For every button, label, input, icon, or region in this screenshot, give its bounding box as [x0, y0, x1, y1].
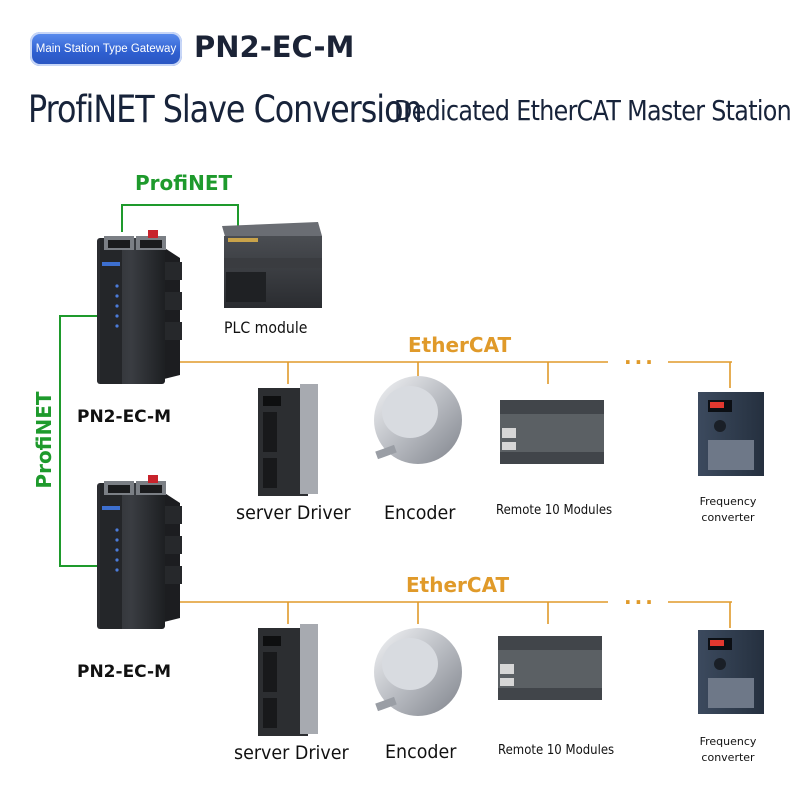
encoder-1 — [374, 376, 462, 464]
ellipsis-2: ··· — [624, 590, 656, 614]
frequency-caption-1: Frequency converter — [688, 494, 768, 526]
ethercat-label-1: EtherCAT — [408, 333, 512, 357]
frequency-converter-1 — [698, 392, 764, 476]
gateway-caption-2: PN2-EC-M — [77, 662, 172, 682]
ethercat-label-2: EtherCAT — [406, 573, 510, 597]
encoder-2 — [374, 628, 462, 716]
frequency-caption-1-line1: Frequency — [699, 495, 757, 508]
gateway-device-1 — [97, 230, 182, 384]
frequency-caption-1-line2: converter — [701, 511, 755, 524]
gateway-type-badge: Main Station Type Gateway — [30, 32, 182, 66]
plc-module — [222, 222, 322, 308]
gateway-caption-1: PN2-EC-M — [77, 407, 172, 427]
profinet-label-top: ProfiNET — [135, 171, 233, 195]
encoder-caption-2: Encoder — [385, 741, 457, 763]
remote-module-1 — [500, 400, 604, 464]
profinet-links — [59, 204, 239, 567]
headline-ethercat-master: Dedicated EtherCAT Master Station — [394, 94, 792, 127]
ethercat-bus-1 — [177, 361, 732, 388]
product-model-title: PN2-EC-M — [194, 30, 355, 64]
servo-driver-1 — [258, 384, 318, 496]
plc-caption: PLC module — [224, 318, 308, 337]
gateway-device-2 — [97, 475, 182, 629]
remote-caption-1: Remote 10 Modules — [496, 503, 613, 518]
frequency-converter-2 — [698, 630, 764, 714]
headline-profinet-slave: ProfiNET Slave Conversion — [28, 88, 423, 131]
profinet-label-vertical: ProfiNET — [32, 391, 56, 489]
ethercat-bus-2 — [177, 601, 732, 628]
encoder-caption-1: Encoder — [384, 502, 456, 524]
frequency-caption-2-line2: converter — [701, 751, 755, 764]
frequency-caption-2-line1: Frequency — [699, 735, 757, 748]
remote-module-2 — [498, 636, 602, 700]
servo-caption-2: server Driver — [234, 742, 349, 764]
frequency-caption-2: Frequency converter — [688, 734, 768, 766]
ellipsis-1: ··· — [624, 350, 656, 374]
remote-caption-2: Remote 10 Modules — [498, 743, 615, 758]
servo-driver-2 — [258, 624, 318, 736]
servo-caption-1: server Driver — [236, 502, 351, 524]
